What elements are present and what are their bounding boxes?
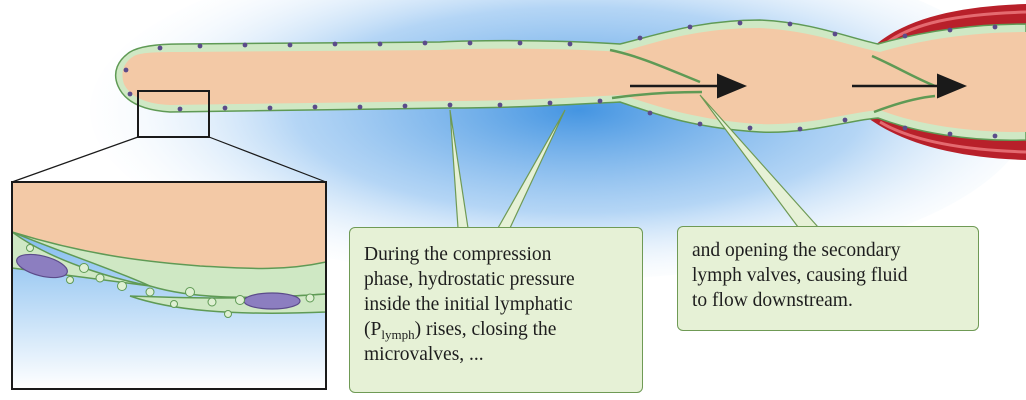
vessel-lumen — [122, 28, 1026, 133]
callout-compression: During the compression phase, hydrostati… — [349, 227, 643, 393]
callout-opening-line: and opening the secondary — [692, 240, 901, 261]
zoom-box — [137, 90, 210, 138]
secondary-valve-lower-2 — [873, 94, 936, 114]
p-label: (P — [364, 319, 382, 340]
callout-opening: and opening the secondary lymph valves, … — [677, 226, 979, 331]
callout-opening-line: lymph valves, causing fluid — [692, 265, 908, 286]
p-rest: ) rises, closing the — [414, 319, 557, 340]
secondary-valve-lower — [611, 90, 703, 100]
callout-opening-line: to flow downstream. — [692, 290, 853, 311]
zoom-line-right — [208, 136, 327, 183]
callout-compression-line: microvalves, ... — [364, 344, 484, 365]
secondary-valve-upper — [609, 48, 701, 84]
endothelial-nucleus — [243, 292, 301, 310]
callout-compression-line: (Plymph) rises, closing the — [364, 317, 632, 342]
endothelial-nucleus — [16, 253, 68, 279]
callout-compression-line: During the compression — [364, 244, 552, 265]
secondary-valve-upper-2 — [871, 54, 936, 88]
endothelial-nuclei — [123, 20, 998, 139]
inset-magnified-view — [12, 182, 326, 389]
callout-compression-line: phase, hydrostatic pressure — [364, 269, 575, 290]
callout-compression-line: inside the initial lymphatic — [364, 294, 573, 315]
inset-frame — [11, 181, 327, 390]
p-subscript: lymph — [381, 327, 415, 342]
zoom-line-left — [11, 136, 139, 183]
